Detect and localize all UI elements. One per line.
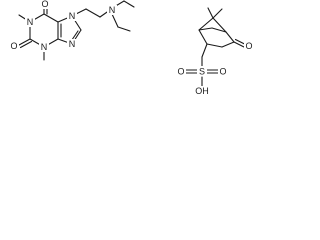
bond	[206, 43, 223, 48]
bond	[221, 41, 235, 48]
bond	[233, 41, 245, 48]
bond	[201, 43, 208, 58]
sulfonyl-oxygen-right: O	[219, 67, 226, 77]
bond	[225, 31, 235, 43]
hydroxyl-group: OH	[195, 86, 209, 96]
structure-figure: O O N N N N N	[0, 0, 263, 108]
bond	[43, 13, 59, 23]
sulfonyl-oxygen-left: O	[177, 67, 184, 77]
bond	[117, 26, 131, 32]
chemical-structure-drawing: O O N N N N N	[9, 0, 254, 96]
ketone-oxygen: O	[245, 41, 252, 51]
bond	[111, 13, 119, 28]
amine-nitrogen: N	[109, 5, 116, 15]
camphorsulfonic-acid-molecule: O S O O OH	[176, 7, 254, 96]
bond	[211, 27, 227, 33]
xanthine-molecule: O O N N N N N	[9, 0, 135, 61]
bond	[123, 0, 135, 8]
bond	[212, 17, 227, 33]
ring-nitrogen-n7: N	[69, 11, 76, 21]
carbonyl-oxygen-top: O	[41, 0, 48, 9]
carbonyl-oxygen-left: O	[10, 41, 17, 51]
ring-nitrogen-n3: N	[41, 42, 48, 52]
sulfur-atom: S	[199, 67, 205, 77]
bond	[19, 40, 33, 49]
bond	[198, 27, 213, 31]
bond	[198, 29, 208, 45]
bond	[234, 38, 247, 46]
bond	[212, 8, 223, 19]
ring-nitrogen-n9: N	[69, 39, 76, 49]
bond	[207, 7, 214, 19]
ring-nitrogen-n1: N	[27, 17, 34, 27]
bond	[18, 38, 31, 46]
bond	[85, 8, 101, 18]
bond	[198, 17, 214, 31]
